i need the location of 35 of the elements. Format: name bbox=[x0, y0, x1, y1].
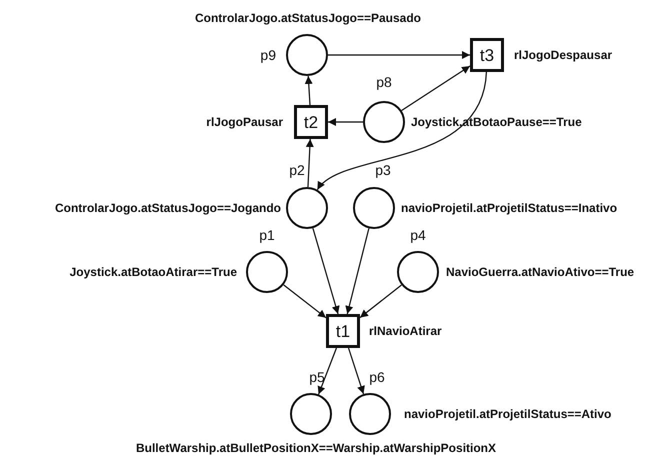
condition-label: BulletWarship.atBulletPositionX==Warship.atWarshipPositionX bbox=[136, 442, 496, 454]
place-name: p9 bbox=[260, 48, 276, 62]
condition-label: NavioGuerra.atNavioAtivo==True bbox=[446, 266, 634, 278]
transition-label: t2 bbox=[304, 114, 318, 130]
rule-label: rlNavioAtirar bbox=[369, 325, 442, 337]
condition-label: navioProjetil.atProjetilStatus==Inativo bbox=[401, 202, 618, 214]
arrow bbox=[360, 284, 402, 318]
arrow bbox=[345, 228, 370, 314]
condition-label: ControlarJogo.atStatusJogo==Jogando bbox=[54, 202, 281, 214]
place-name: p1 bbox=[259, 228, 275, 242]
place-name: p5 bbox=[309, 370, 325, 384]
place-name: p2 bbox=[289, 163, 305, 177]
transition-label: t1 bbox=[336, 322, 350, 340]
condition-label: ControlarJogo.atStatusJogo==Pausado bbox=[194, 12, 422, 24]
arrow bbox=[348, 348, 365, 394]
place-name: p8 bbox=[376, 75, 392, 89]
transition-box bbox=[326, 314, 360, 348]
arrow bbox=[328, 51, 470, 59]
transition-box bbox=[294, 105, 328, 139]
condition-label: navioProjetil.atProjetilStatus==Ativo bbox=[404, 408, 612, 420]
arrow bbox=[328, 118, 363, 126]
condition-label: Joystick.atBotaoAtirar==True bbox=[70, 266, 237, 278]
arrow bbox=[304, 76, 313, 106]
arrow bbox=[306, 138, 314, 188]
arrow bbox=[312, 228, 340, 314]
rule-label: rlJogoDespausar bbox=[514, 49, 612, 61]
rule-label: rlJogoPausar bbox=[206, 116, 283, 128]
transition-box bbox=[470, 38, 504, 72]
place-name: p4 bbox=[410, 228, 426, 242]
arrow bbox=[283, 284, 326, 318]
arrow bbox=[401, 66, 470, 112]
place-name: p6 bbox=[369, 370, 385, 384]
transition-label: t3 bbox=[480, 46, 494, 64]
place-name: p3 bbox=[375, 163, 391, 177]
arrow bbox=[318, 348, 337, 395]
